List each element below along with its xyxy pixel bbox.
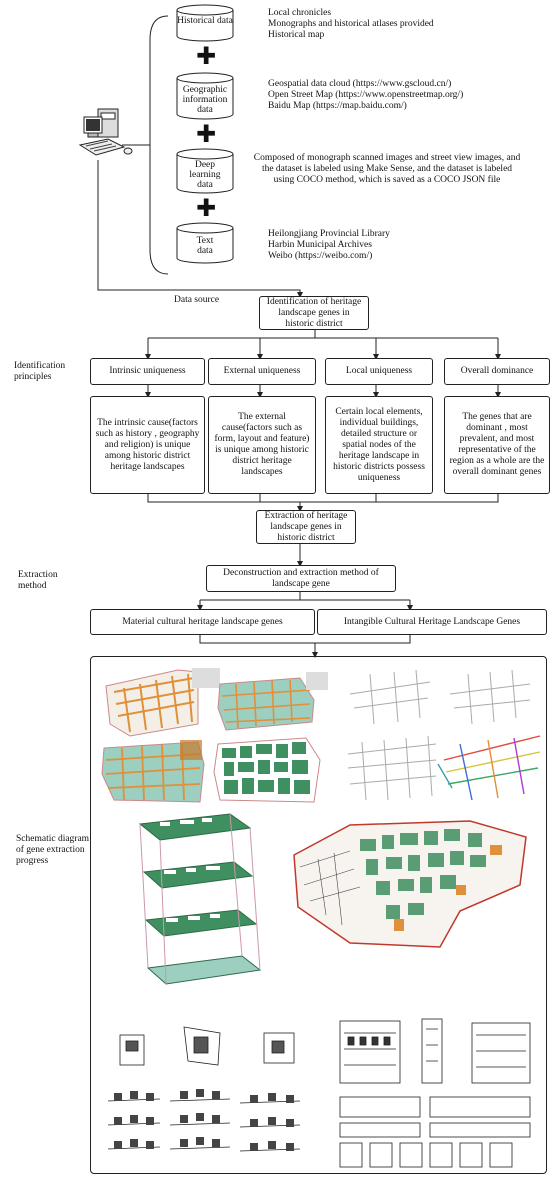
data-source-label: Data source <box>174 295 220 305</box>
source-note: Harbin Municipal Archives <box>268 240 372 250</box>
network-map-group-right <box>347 669 541 801</box>
schematic-panel <box>90 656 547 1174</box>
computer-icon <box>78 108 133 156</box>
method-box: Deconstruction and extraction method of … <box>206 565 396 592</box>
district-detail-map <box>293 820 527 948</box>
principle-desc: The external cause(factors such as form,… <box>208 396 316 494</box>
plus-icon: ✚ <box>196 120 217 148</box>
source-cylinder: Historical data <box>176 4 234 42</box>
source-note: Weibo (https://weibo.com/) <box>268 251 373 261</box>
source-label: Text data <box>196 236 214 256</box>
source-note: Composed of monograph scanned images and… <box>253 153 521 185</box>
architecture-elements <box>107 1018 531 1168</box>
principle-desc: Certain local elements, individual build… <box>325 396 433 494</box>
source-note: Geospatial data cloud (https://www.gsclo… <box>268 79 452 89</box>
principle-title: Overall dominance <box>444 358 550 385</box>
principle-desc: The genes that are dominant , most preva… <box>444 396 550 494</box>
plus-icon: ✚ <box>196 194 217 222</box>
extraction-method-label: Extraction method <box>18 570 58 591</box>
district-map-group-left <box>101 668 328 803</box>
principle-title: Local uniqueness <box>325 358 433 385</box>
source-label: Deep learning data <box>189 160 221 190</box>
source-cylinder: Text data <box>176 222 234 264</box>
source-note: Historical map <box>268 30 325 40</box>
source-label: Historical data <box>177 16 233 26</box>
gene-type-box: Intangible Cultural Heritage Landscape G… <box>317 609 547 635</box>
source-note: Monographs and historical atlases provid… <box>268 19 434 29</box>
source-label: Geographic information data <box>182 85 228 115</box>
principle-title: External uniqueness <box>208 358 316 385</box>
layer-stack-diagram <box>138 813 262 985</box>
source-cylinder: Deep learning data <box>176 148 234 194</box>
identification-principles-label: Identification principles <box>14 361 66 382</box>
source-note: Heilongjiang Provincial Library <box>268 229 390 239</box>
source-note: Open Street Map (https://www.openstreetm… <box>268 90 464 100</box>
source-cylinder: Geographic information data <box>176 72 234 120</box>
source-note: Local chronicles <box>268 8 332 18</box>
plus-icon: ✚ <box>196 42 217 70</box>
identification-box: Identification of heritage landscape gen… <box>259 296 369 330</box>
schematic-label: Schematic diagram of gene extraction pro… <box>16 834 90 866</box>
principle-title: Intrinsic uniqueness <box>90 358 205 385</box>
extraction-box: Extraction of heritage landscape genes i… <box>256 510 356 544</box>
gene-type-box: Material cultural heritage landscape gen… <box>90 609 315 635</box>
source-note: Baidu Map (https://map.baidu.com/) <box>268 101 407 111</box>
principle-desc: The intrinsic cause(factors such as hist… <box>90 396 205 494</box>
